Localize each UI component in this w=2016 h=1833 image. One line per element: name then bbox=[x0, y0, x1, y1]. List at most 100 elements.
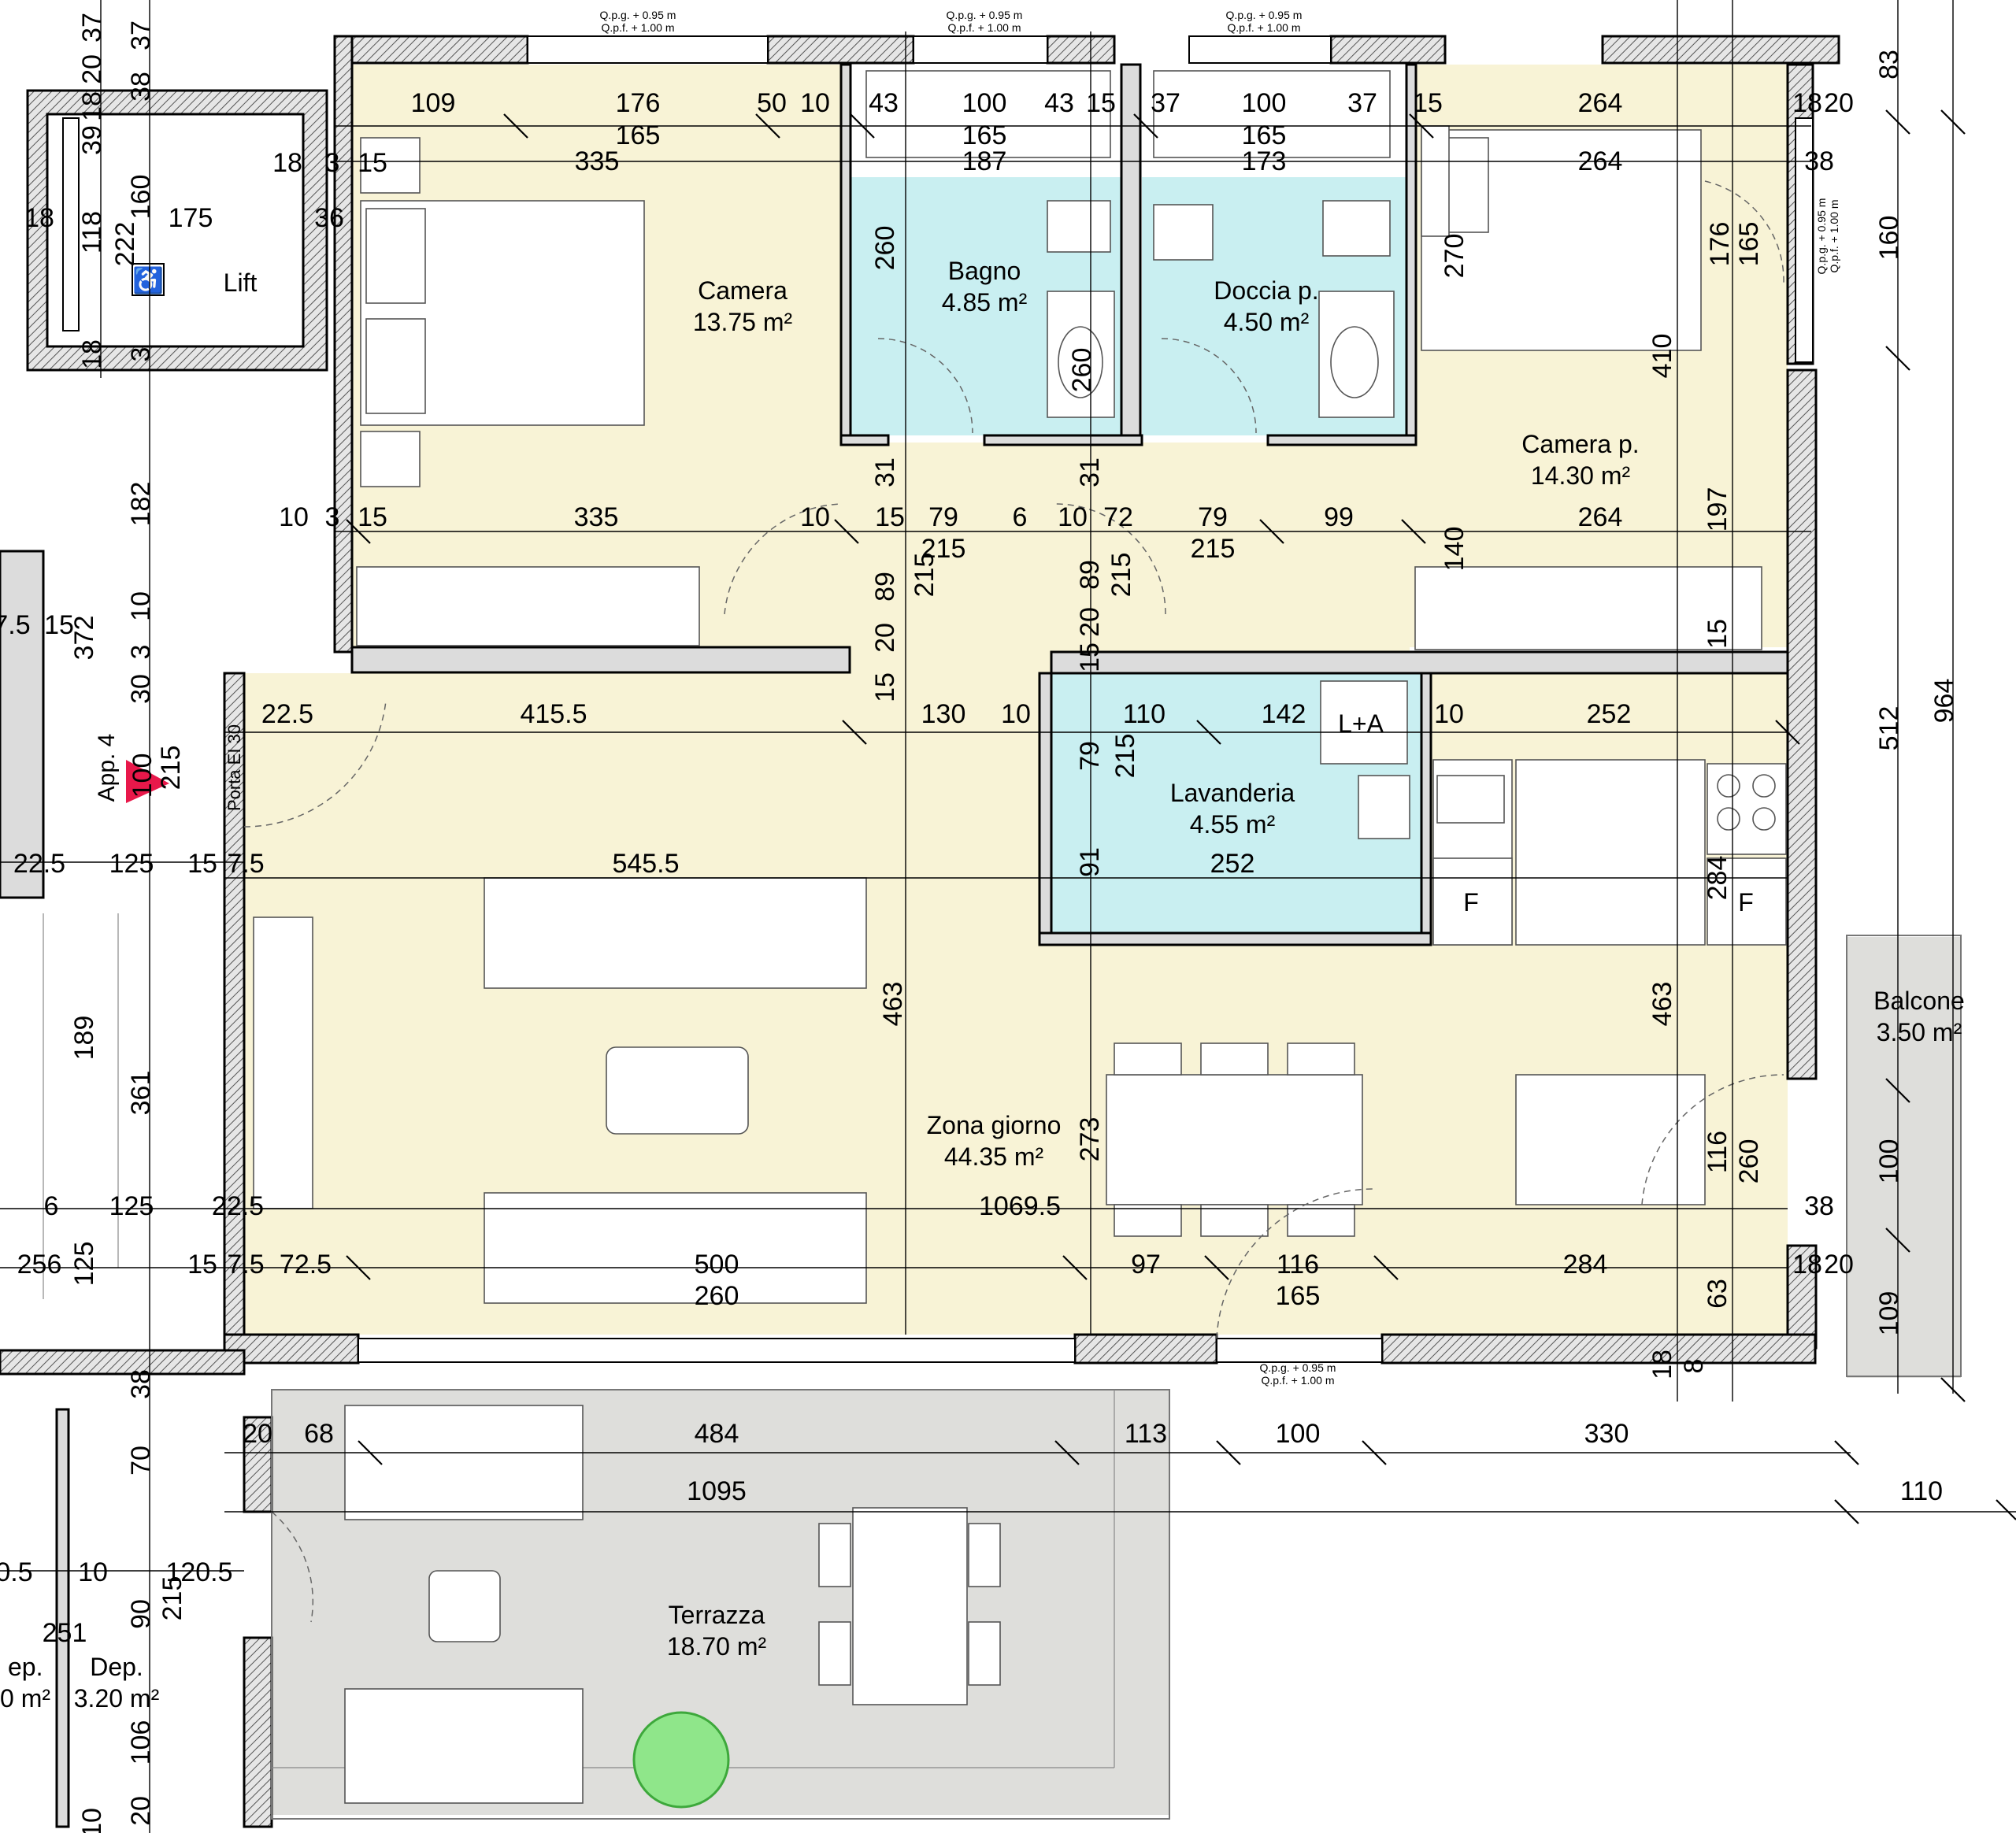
terrace-chair-2 bbox=[818, 1621, 851, 1686]
dim: 463 bbox=[878, 982, 908, 1027]
dim: 10 bbox=[800, 502, 830, 532]
shower bbox=[1153, 70, 1391, 158]
sofa-top bbox=[484, 877, 867, 989]
dim: 38 bbox=[126, 72, 156, 102]
dim: 10 bbox=[1434, 699, 1464, 729]
furniture: ♿ bbox=[62, 70, 1787, 1809]
dim: 22.5 bbox=[212, 1191, 264, 1221]
dim: 37 bbox=[77, 13, 107, 43]
wall-dep-a bbox=[243, 1416, 273, 1513]
dim: 118 bbox=[77, 211, 107, 254]
dim: 10 bbox=[1058, 502, 1088, 532]
wall-bath-bottom-a bbox=[839, 434, 890, 446]
apartment-label: App. 4 bbox=[94, 734, 120, 802]
door-entrance bbox=[243, 700, 387, 828]
wall-lav-left bbox=[1038, 672, 1053, 946]
wc-bagno bbox=[1047, 200, 1111, 253]
dim: 176 bbox=[1705, 222, 1735, 267]
floor-balcone bbox=[1847, 937, 1961, 1378]
room-area-bagno: 4.85 m² bbox=[942, 288, 1028, 317]
cooktop bbox=[1707, 763, 1787, 855]
chair-4 bbox=[1114, 1204, 1182, 1237]
room-name-doccia: Doccia p. bbox=[1214, 276, 1318, 305]
dim: 10 bbox=[78, 1557, 108, 1587]
pillow-a bbox=[365, 208, 426, 304]
dim: 83 bbox=[1874, 50, 1904, 80]
dim: 20 bbox=[870, 623, 900, 653]
dim: 10 bbox=[279, 502, 309, 532]
door-balcony bbox=[1641, 1074, 1784, 1205]
terrace-sofa-b bbox=[344, 1688, 584, 1804]
wall-landing bbox=[0, 1349, 246, 1376]
dim: 215 bbox=[921, 534, 966, 564]
dim: 120.5 bbox=[165, 1557, 232, 1587]
dim: 165 bbox=[1276, 1281, 1321, 1311]
dim: 15 bbox=[187, 849, 217, 879]
dim: 6 bbox=[1013, 502, 1028, 532]
nightstand-a bbox=[360, 137, 421, 194]
entrance-marker bbox=[126, 760, 169, 803]
dim: 18 bbox=[77, 91, 107, 121]
door-camerap-window bbox=[1704, 180, 1784, 284]
terrace-table-small bbox=[428, 1570, 501, 1642]
dim: 252 bbox=[1587, 699, 1632, 729]
basin-doccia bbox=[1330, 326, 1379, 398]
dim: 15 bbox=[187, 1250, 217, 1279]
dim: 260 bbox=[695, 1281, 739, 1311]
dim: 182 bbox=[126, 482, 156, 527]
dim: 50 bbox=[757, 88, 787, 118]
wall-dep-left bbox=[55, 1408, 70, 1828]
dim: 197 bbox=[1703, 487, 1732, 532]
dim: 215 bbox=[1110, 734, 1140, 779]
dim: 3 bbox=[325, 502, 340, 532]
dim: 38 bbox=[126, 1369, 156, 1399]
dim: 173 bbox=[1242, 146, 1287, 176]
wall-bagno-left bbox=[839, 63, 852, 444]
dim: 176 bbox=[616, 88, 661, 118]
lift-cabin bbox=[46, 113, 305, 348]
window-bottom-1 bbox=[358, 1338, 1076, 1363]
dim: 130 bbox=[921, 699, 966, 729]
dim: 15 bbox=[358, 502, 387, 532]
dim: 79 bbox=[928, 502, 958, 532]
dim: 3 bbox=[325, 148, 340, 178]
dim: 72.5 bbox=[280, 1250, 332, 1279]
dim: 90 bbox=[126, 1599, 156, 1629]
wall-bath-bottom-c bbox=[1266, 434, 1418, 446]
dim: 260 bbox=[1734, 1139, 1764, 1184]
accessibility-sign bbox=[132, 263, 165, 296]
dim: 38 bbox=[1804, 1191, 1834, 1221]
dim: 284 bbox=[1703, 856, 1732, 901]
dim: 63 bbox=[1703, 1279, 1732, 1309]
dim: 264 bbox=[1578, 88, 1623, 118]
dim: 160 bbox=[1874, 216, 1904, 261]
room-name-zona-giorno: Zona giorno bbox=[927, 1111, 1062, 1139]
terrace-chair-4 bbox=[968, 1621, 1001, 1686]
dim: 189 bbox=[69, 1016, 99, 1061]
dim: 30 bbox=[126, 674, 156, 704]
room-name-bagno: Bagno bbox=[948, 257, 1021, 285]
dim: 260 bbox=[1067, 348, 1097, 393]
window-pg-4: Q.p.g. + 0.95 m bbox=[1260, 1361, 1336, 1374]
dim: 215 bbox=[1106, 553, 1136, 598]
dim: 18 bbox=[24, 203, 54, 233]
dim: 142 bbox=[1262, 699, 1306, 729]
bathtub bbox=[865, 70, 1111, 158]
burner-4 bbox=[1752, 807, 1776, 831]
room-area-zona-giorno: 44.35 m² bbox=[944, 1142, 1044, 1171]
fridge-a bbox=[1432, 857, 1513, 946]
door-swings bbox=[243, 180, 1784, 1623]
dim: 18 bbox=[1792, 1250, 1822, 1279]
chair-3 bbox=[1287, 1042, 1355, 1076]
room-area-terrazza: 18.70 m² bbox=[667, 1632, 767, 1661]
nightstand-b bbox=[360, 431, 421, 487]
left-strip bbox=[0, 550, 45, 899]
dim: 165 bbox=[616, 120, 661, 150]
dim: 100 bbox=[128, 754, 158, 798]
dim: 20 bbox=[1824, 1250, 1854, 1279]
dim: 160 bbox=[126, 175, 156, 220]
fridge-label-b: F bbox=[1738, 888, 1754, 916]
dim: 15 bbox=[1086, 88, 1116, 118]
